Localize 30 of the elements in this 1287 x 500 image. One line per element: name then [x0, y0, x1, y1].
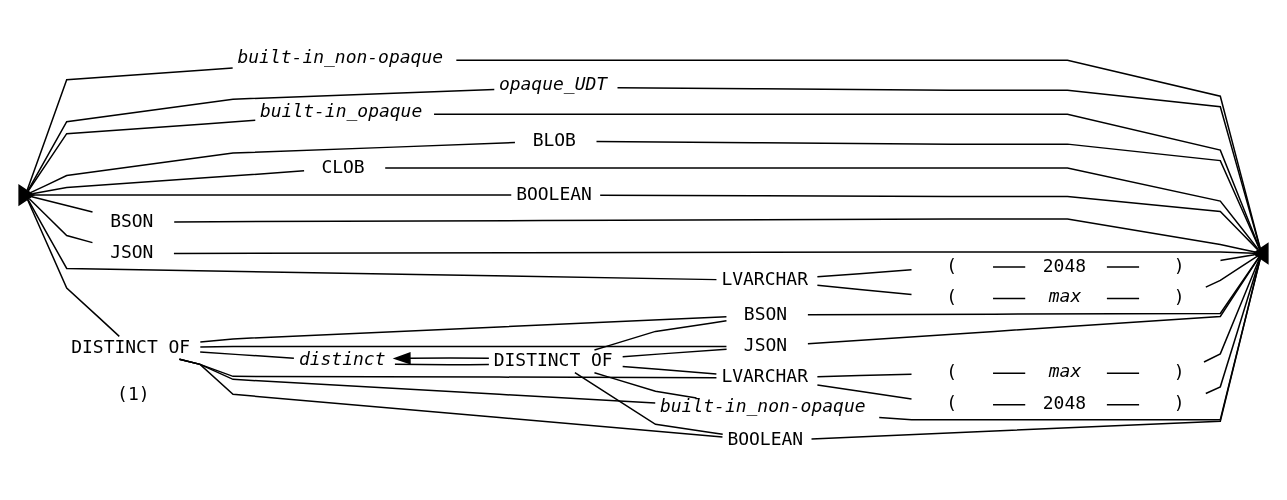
- node-text: (: [946, 360, 957, 382]
- node-text: BSON: [110, 209, 154, 231]
- node-text: LVARCHAR: [721, 267, 808, 289]
- node-text: (: [946, 391, 957, 413]
- node-text: BOOLEAN: [516, 182, 592, 204]
- node-text: distinct: [298, 347, 386, 369]
- node-text: LVARCHAR: [721, 364, 808, 386]
- node-text: ): [1173, 285, 1185, 307]
- node-text: BOOLEAN: [727, 427, 804, 449]
- node-text: built-in_opaque: [259, 99, 423, 121]
- node-text: CLOB: [321, 155, 365, 177]
- node-text: 2048: [1042, 254, 1087, 276]
- node-text: BLOB: [532, 128, 576, 150]
- node-text: DISTINCT OF: [493, 348, 613, 370]
- node-text: max: [1048, 359, 1082, 380]
- node-text: (: [946, 285, 957, 307]
- node-text: DISTINCT OF: [71, 335, 191, 357]
- node-text: JSON: [743, 333, 788, 355]
- node-text: 2048: [1042, 391, 1087, 413]
- node-text: BSON: [743, 302, 788, 324]
- node-text: built-in_non-opaque: [237, 45, 444, 67]
- node-text: built-in_non-opaque: [659, 394, 866, 416]
- node-text: (: [946, 254, 957, 276]
- node-text: max: [1048, 284, 1082, 306]
- node-text: JSON: [110, 240, 154, 262]
- node-text: ): [1173, 254, 1185, 276]
- node-text: ): [1173, 360, 1185, 382]
- label: (1): [117, 382, 150, 404]
- node-text: opaque_UDT: [498, 72, 608, 94]
- node-text: ): [1173, 391, 1185, 413]
